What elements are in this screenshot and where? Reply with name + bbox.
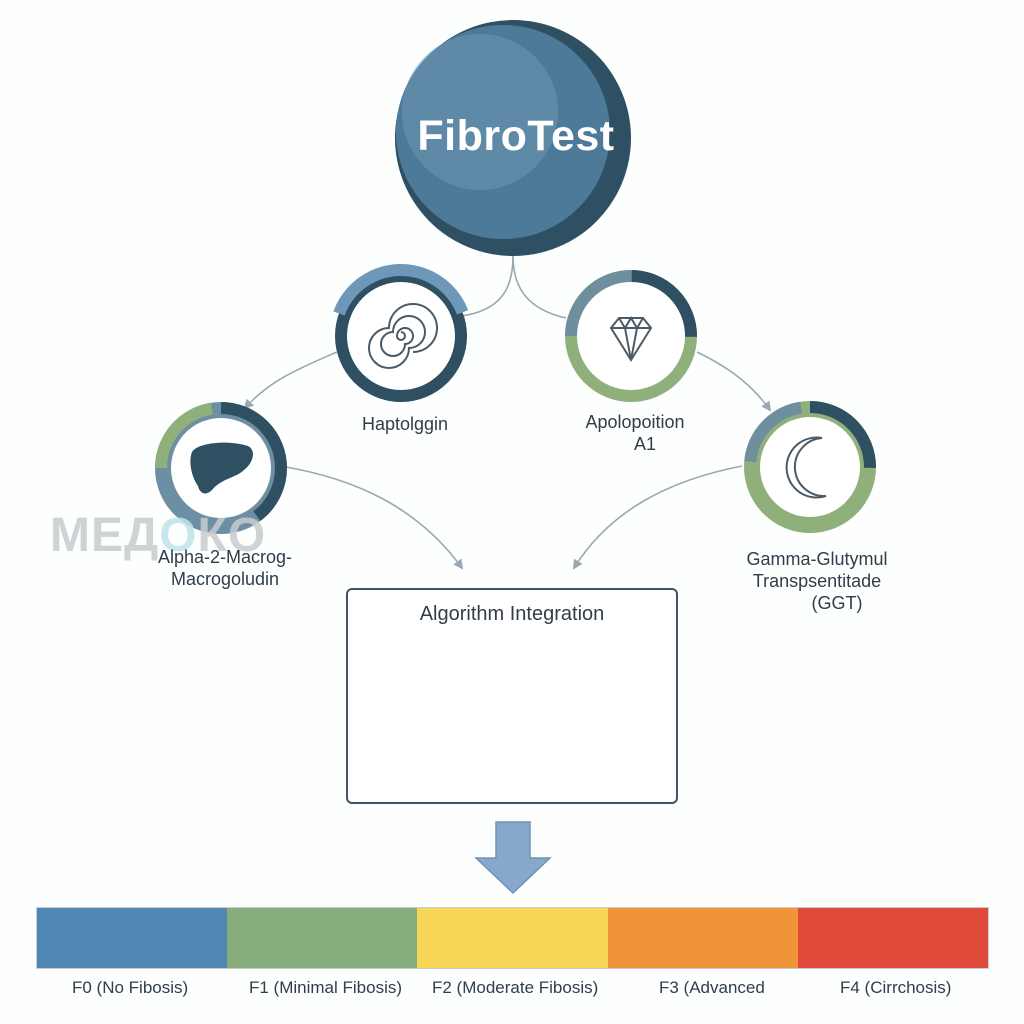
- ggt-label-line1: Gamma-Glutymul: [746, 549, 888, 569]
- alpha2-macroglobulin-node: [155, 402, 287, 534]
- alpha2-macroglobulin-label: Alpha-2-Macrog- Macrogoludin: [140, 546, 310, 590]
- ggt-label: Gamma-Glutymul Transpsentitade (GGT): [722, 548, 912, 614]
- stage-f3-segment: [607, 908, 798, 968]
- watermark-text-a: МЕД: [50, 509, 160, 562]
- fibrosis-scale-bar: [36, 907, 989, 969]
- apolipoprotein-label: Apolopoition A1: [560, 411, 710, 455]
- down-arrow-icon: [474, 821, 552, 895]
- connector-lines: [243, 255, 772, 570]
- stage-f2-label: F2 (Moderate Fibosis): [432, 978, 599, 997]
- ggt-label-line3: (GGT): [811, 593, 863, 613]
- algorithm-title: Algorithm Integration: [419, 603, 605, 625]
- ggt-label-line2: Transpsentitade: [752, 571, 882, 591]
- stage-f1-segment: [227, 908, 418, 968]
- stage-f4-label: F4 (Cirrchosis): [840, 978, 952, 997]
- apolipoprotein-label-line2: A1: [633, 434, 657, 454]
- watermark-text-b: КО: [197, 509, 267, 562]
- fibrotest-main-circle: [395, 20, 631, 256]
- ggt-node: [744, 401, 876, 533]
- haptoglobin-label: Haptolggin: [320, 413, 490, 435]
- stage-f3-label: F3 (Advanced: [659, 978, 765, 997]
- liver-icon: [190, 442, 253, 494]
- algorithm-integration-box: Algorithm Integration: [346, 588, 678, 804]
- stage-f1-label: F1 (Minimal Fibosis): [249, 978, 403, 997]
- stage-f2-segment: [417, 908, 608, 968]
- haptoglobin-label-line1: Haptolggin: [361, 414, 449, 434]
- haptoglobin-node: [329, 264, 473, 408]
- diamond-icon: [609, 316, 653, 362]
- apolipoprotein-label-line1: Apolopoition: [585, 412, 685, 432]
- stage-f0-segment: [37, 908, 228, 968]
- stage-f4-segment: [797, 908, 989, 968]
- crescent-moon-icon: [785, 436, 827, 499]
- stage-f0-label: F0 (No Fibosis): [72, 978, 189, 997]
- spiral-icon: [368, 303, 438, 369]
- watermark: МЕДОКО: [50, 508, 266, 563]
- alpha2-label-line1: Alpha-2-Macrog-: [157, 547, 293, 567]
- watermark-text-o: О: [159, 509, 198, 562]
- apolipoprotein-node: [565, 270, 697, 402]
- alpha2-label-line2: Macrogoludin: [170, 569, 280, 589]
- main-title: FibroTest: [417, 112, 615, 160]
